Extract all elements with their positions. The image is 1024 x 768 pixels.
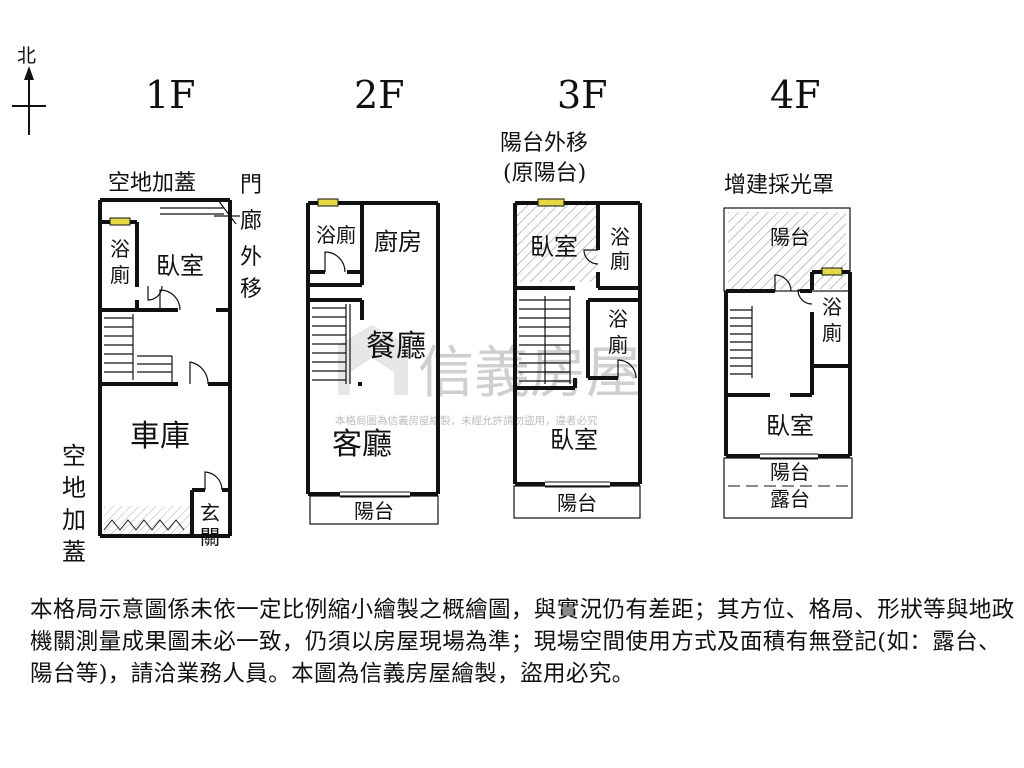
f4-balcony-top-label: 陽台 xyxy=(770,225,810,249)
f4-balcony-label: 陽台 xyxy=(770,460,810,484)
f1-left-label: 空 地 加 蓋 xyxy=(62,442,86,566)
north-arrow-icon xyxy=(24,66,34,80)
floor-3f: 3F 陽台外移 (原陽台) xyxy=(500,73,642,519)
svg-text:地: 地 xyxy=(62,474,86,502)
f1-top-label: 空地加蓋 xyxy=(108,171,196,196)
watermark-logo xyxy=(338,325,408,395)
f2-bath-door xyxy=(324,251,346,273)
floor-3f-title: 3F xyxy=(557,73,608,117)
north-label: 北 xyxy=(17,45,36,67)
f2-kitchen-label: 廚房 xyxy=(374,228,422,256)
floor-1f-title: 1F xyxy=(145,73,196,117)
svg-text:浴: 浴 xyxy=(110,237,130,261)
f1-bedroom-door xyxy=(159,289,181,311)
f4-window xyxy=(821,267,843,276)
svg-text:廁: 廁 xyxy=(822,321,842,345)
svg-text:廁: 廁 xyxy=(608,333,628,357)
f4-bath-label: 浴 廁 xyxy=(822,295,842,345)
f1-open-area xyxy=(104,506,190,534)
f2-stairs xyxy=(312,304,351,384)
f1-bedroom-label: 臥室 xyxy=(156,252,204,280)
watermark: 信義房屋 本格局圖為信義房屋繪製，未經允許請勿盜用，違者必究 xyxy=(335,325,642,427)
svg-text:外: 外 xyxy=(240,245,262,270)
f1-garage-door xyxy=(189,361,209,385)
f4-stair-door xyxy=(774,274,792,292)
f3-balcony-label: 陽台 xyxy=(557,491,597,515)
f1-side-label: 門 廊 外 移 xyxy=(240,173,262,302)
f3-bedroom-top-label: 臥室 xyxy=(530,233,578,261)
f4-terrace-frame xyxy=(723,457,853,519)
floor-plan: 信義房屋 本格局圖為信義房屋繪製，未經允許請勿盜用，違者必究 北 1F 空地加蓋… xyxy=(12,45,853,566)
svg-text:浴: 浴 xyxy=(822,295,842,319)
f1-bath-door xyxy=(147,285,163,301)
f2-balcony xyxy=(309,495,439,525)
svg-text:廁: 廁 xyxy=(110,263,130,287)
f4-top-label: 增建採光罩 xyxy=(724,173,834,198)
floor-2f-title: 2F xyxy=(354,73,405,117)
svg-text:浴: 浴 xyxy=(610,225,630,249)
f4-bath-door xyxy=(797,289,813,305)
f3-bath-a-label: 浴 廁 xyxy=(610,225,630,273)
f1-stairs xyxy=(104,314,173,384)
f3-window xyxy=(537,198,565,207)
f3-top-label-1: 陽台外移 xyxy=(500,131,588,156)
f1-entrance-door xyxy=(204,471,223,491)
f3-original-balcony-hatch xyxy=(517,205,597,282)
north-compass: 北 xyxy=(12,45,46,135)
svg-text:浴: 浴 xyxy=(608,307,628,331)
f2-window xyxy=(317,198,339,207)
floor-4f: 4F 增建採光罩 xyxy=(723,73,853,519)
f3-top-label-2: (原陽台) xyxy=(503,161,586,186)
f4-skylight-frame xyxy=(723,207,851,292)
watermark-brand: 信義房屋 xyxy=(418,341,642,406)
f1-garage-label: 車庫 xyxy=(130,419,190,454)
f2-balcony-label: 陽台 xyxy=(354,499,394,523)
floor-4f-title: 4F xyxy=(770,73,821,117)
svg-text:移: 移 xyxy=(240,277,262,302)
svg-text:廁: 廁 xyxy=(610,249,630,273)
watermark-notice: 本格局圖為信義房屋繪製，未經允許請勿盜用，違者必究 xyxy=(335,414,598,427)
f4-bedroom-label: 臥室 xyxy=(766,412,814,440)
f4-terrace-label: 露台 xyxy=(770,487,810,511)
floor-1f: 1F 空地加蓋 門 廊 外 移 xyxy=(62,73,262,566)
f3-bedroom-bottom-label: 臥室 xyxy=(550,426,598,454)
floor-2f: 2F xyxy=(306,73,440,525)
f4-skylight-hatch xyxy=(728,212,846,289)
f1-entrance-label: 玄 關 xyxy=(200,501,220,549)
svg-text:關: 關 xyxy=(200,525,220,549)
f3-bath-b-label: 浴 廁 xyxy=(608,307,628,357)
f2-dining-label: 餐廳 xyxy=(366,329,426,364)
f4-stairs xyxy=(730,306,753,378)
svg-text:蓋: 蓋 xyxy=(62,538,86,566)
f1-bath-label: 浴 廁 xyxy=(110,237,130,287)
svg-text:加: 加 xyxy=(62,506,86,534)
svg-text:門: 門 xyxy=(240,173,262,198)
f3-bath-b-door xyxy=(617,359,637,379)
f3-balcony xyxy=(513,485,641,519)
svg-text:廊: 廊 xyxy=(240,209,262,234)
disclaimer-text: 本格局示意圖係未依一定比例縮小繪製之概繪圖，與實況仍有差距；其方位、格局、形狀等… xyxy=(30,597,1015,687)
f2-bath-label: 浴廁 xyxy=(316,223,356,247)
f3-stairs xyxy=(519,296,571,384)
f3-bath-a-door xyxy=(583,249,599,265)
svg-text:空: 空 xyxy=(62,442,86,470)
f1-window xyxy=(109,217,131,226)
f2-living-label: 客廳 xyxy=(332,427,392,462)
f1-folding-gate xyxy=(103,519,185,531)
svg-text:玄: 玄 xyxy=(200,501,220,525)
